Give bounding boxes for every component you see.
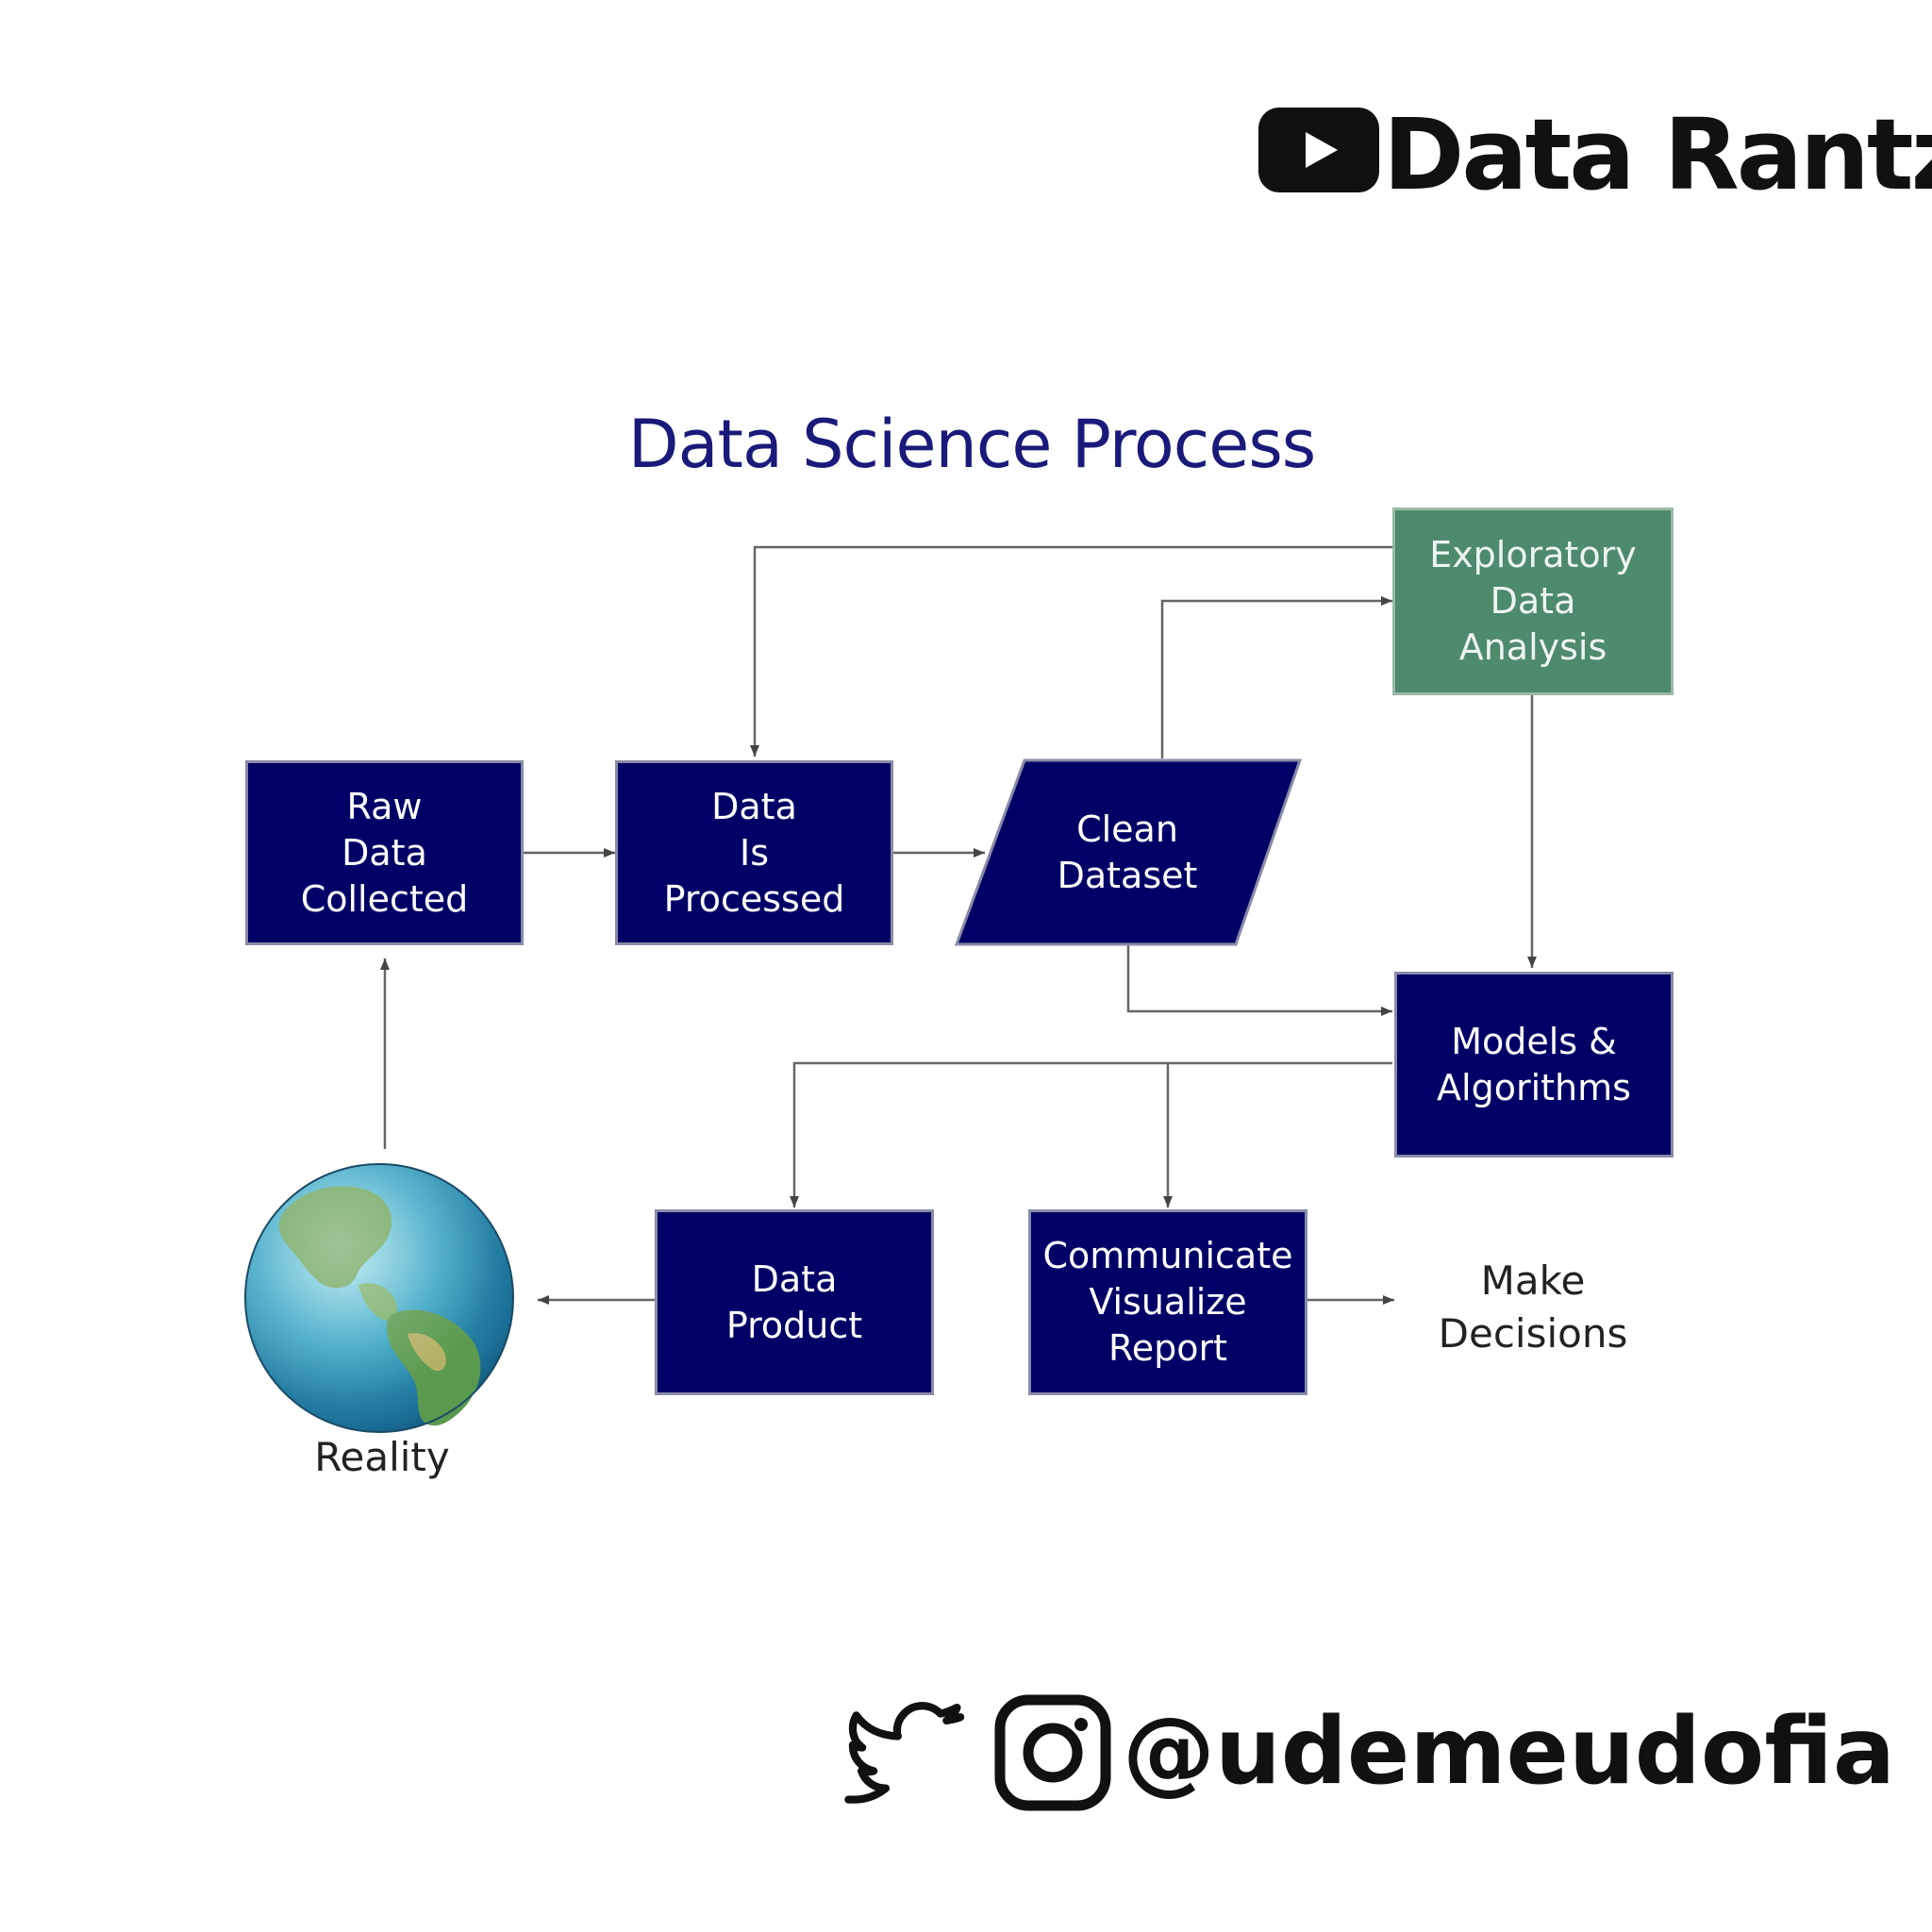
edge-clean-to-models	[1126, 943, 1392, 1016]
node-exploratory-data-analysis: Exploratory Data Analysis	[1392, 508, 1674, 695]
node-label: Data Is Processed	[663, 785, 845, 920]
social-footer: @udemeudofia	[840, 1689, 1895, 1821]
node-communicate-visualize-report: Communicate Visualize Report	[1028, 1209, 1307, 1395]
youtube-play-icon	[1258, 108, 1379, 192]
instagram-icon	[994, 1694, 1111, 1811]
node-label: Models & Algorithms	[1437, 1020, 1631, 1108]
node-data-product: Data Product	[655, 1209, 934, 1395]
twitter-bird-icon	[844, 1702, 965, 1804]
node-models-algorithms: Models & Algorithms	[1394, 972, 1674, 1158]
brand-name: Data Rantz	[1383, 97, 1932, 212]
diagram-title: Data Science Process	[627, 406, 1317, 483]
node-label: Raw Data Collected	[300, 785, 469, 920]
node-raw-data-collected: Raw Data Collected	[245, 760, 524, 945]
node-clean-dataset: Clean Dataset	[991, 760, 1264, 945]
node-label: Exploratory Data Analysis	[1429, 534, 1637, 668]
brand-header: Data Rantz	[1257, 100, 1932, 204]
node-make-decisions: Make Decisions	[1438, 1257, 1628, 1357]
edge-clean-to-eda	[1160, 596, 1392, 758]
edge-eda-to-processed	[750, 545, 1392, 757]
node-label: Data Product	[725, 1257, 863, 1346]
node-label: Communicate Visualize Report	[1042, 1235, 1293, 1369]
node-label: Clean Dataset	[1057, 808, 1198, 896]
social-handle: @udemeudofia	[1123, 1698, 1895, 1806]
edge-models-to-product	[790, 1061, 1392, 1208]
node-data-is-processed: Data Is Processed	[615, 760, 893, 945]
node-reality-label: Reality	[314, 1434, 450, 1480]
